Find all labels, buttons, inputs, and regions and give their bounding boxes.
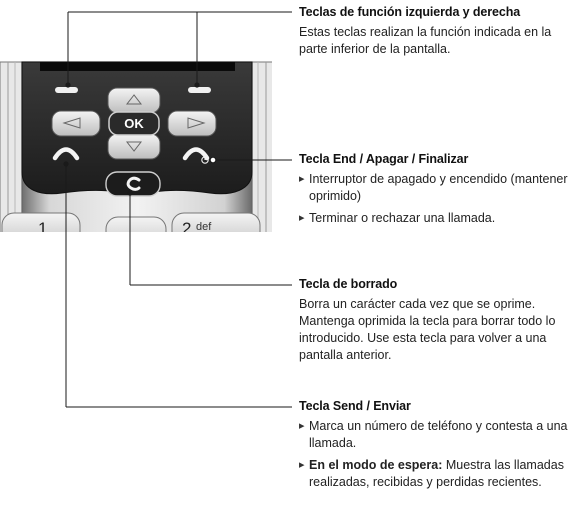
leader-dots [63, 82, 217, 196]
nav-right-key [167, 110, 217, 137]
send-key-icon [52, 147, 80, 161]
end-key-title: Tecla End / Apagar / Finalizar [299, 152, 469, 166]
nav-up-key [107, 87, 161, 114]
key-1-label: 1 [38, 219, 47, 238]
key-2 [105, 216, 167, 232]
ok-key [108, 111, 160, 136]
left-soft-key [55, 87, 78, 93]
clear-key-text: Borra un carácter cada vez que se oprime… [299, 297, 556, 362]
phone-side-left [0, 61, 25, 232]
send-key-item-standby: En el modo de espera: Muestra las llamad… [299, 457, 571, 491]
function-keys-text: Estas teclas realizan la función indicad… [299, 25, 552, 56]
end-key-icon [182, 147, 210, 161]
clear-key [105, 171, 161, 197]
ok-key-label: OK [124, 116, 144, 131]
right-soft-key [188, 87, 211, 93]
end-key-item: Interruptor de apagado y encendido (mant… [299, 171, 571, 205]
key-2-letters: def [196, 221, 212, 233]
send-key-title: Tecla Send / Enviar [299, 399, 411, 413]
nav-right-arrow-icon [187, 117, 206, 129]
phone-illustration: 1 2 def OK [0, 61, 272, 238]
send-key-list: Marca un número de teléfono y contesta a… [299, 418, 571, 491]
clear-key-title: Tecla de borrado [299, 277, 398, 291]
end-key-list: Interruptor de apagado y encendido (mant… [299, 171, 571, 227]
standby-text: Muestra las llamadas realizadas, recibid… [309, 458, 564, 489]
nav-left-arrow-icon [62, 117, 81, 129]
callout-clear-key: Tecla de borrado Borra un carácter cada … [299, 277, 571, 364]
standby-label: En el modo de espera: [309, 458, 443, 472]
callout-send-key: Tecla Send / Enviar Marca un número de t… [299, 399, 571, 496]
key-1 [1, 212, 81, 232]
nav-down-arrow-icon [125, 141, 143, 152]
end-key-item: Terminar o rechazar una llamada. [299, 210, 571, 227]
function-keys-title: Teclas de función izquierda y derecha [299, 5, 521, 19]
leader-lines [65, 11, 292, 408]
send-key-item: Marca un número de teléfono y contesta a… [299, 418, 571, 452]
clear-key-icon [126, 176, 141, 191]
phone-side-right [249, 61, 272, 232]
callout-function-keys: Teclas de función izquierda y derecha Es… [299, 5, 571, 58]
screen-bottom-edge [40, 62, 235, 71]
nav-down-key [107, 133, 161, 160]
key-2-label: 2 [182, 219, 191, 238]
key-3 [171, 212, 261, 232]
callout-end-key: Tecla End / Apagar / Finalizar Interrupt… [299, 152, 571, 232]
nav-left-key [51, 110, 101, 137]
nav-up-arrow-icon [125, 94, 143, 105]
